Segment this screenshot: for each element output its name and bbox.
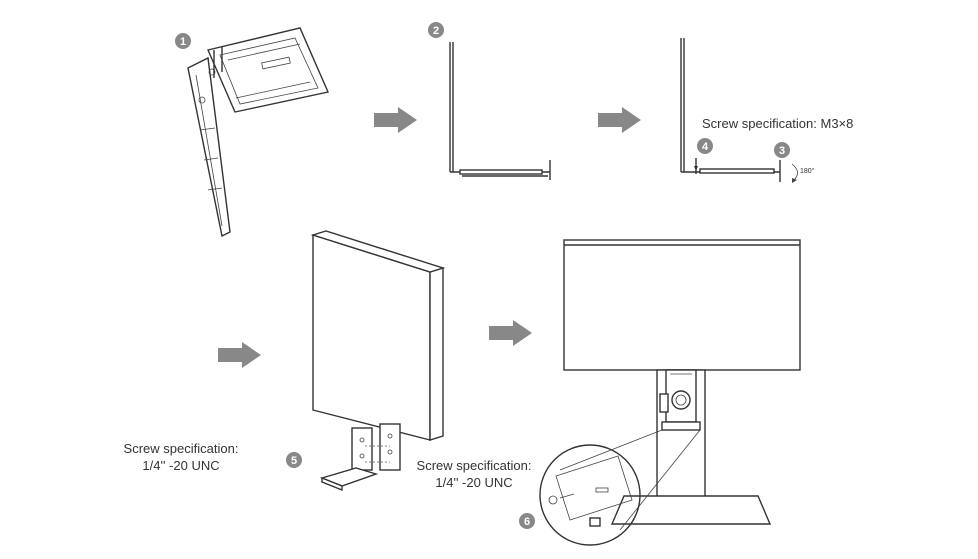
step3-number: 3: [779, 145, 785, 157]
step6-monitor-illustration: 6: [519, 239, 801, 546]
step1-number: 1: [180, 36, 186, 48]
step4-number: 4: [702, 141, 709, 153]
arrow-right-icon: [489, 320, 532, 346]
screw-spec-mid-line2: 1/4'' -20 UNC: [435, 475, 512, 490]
screw-spec-left-line2: 1/4'' -20 UNC: [142, 458, 219, 473]
rotate-label: 180°: [800, 167, 815, 175]
step6-badge: [519, 513, 535, 529]
screw-spec-left-line1: Screw specification:: [124, 441, 239, 456]
step2-badge: [428, 22, 444, 38]
arrow-right-icon: [598, 107, 641, 133]
step2-bracket-illustration: 2: [428, 22, 551, 180]
step5-panel-illustration: 5: [286, 230, 446, 492]
step5-number: 5: [291, 455, 297, 467]
screw-spec-mid-line1: Screw specification:: [417, 458, 532, 473]
arrow-right-icon: [374, 107, 417, 133]
screw-spec-m3: Screw specification: M3×8: [702, 116, 853, 131]
step3-badge: [774, 142, 790, 158]
step1-bracket-illustration: 1: [175, 27, 329, 238]
step5-badge: [286, 452, 302, 468]
step6-number: 6: [524, 516, 530, 528]
step4-badge: [697, 138, 713, 154]
step2-number: 2: [433, 25, 439, 37]
arrow-right-icon: [218, 342, 261, 368]
step3-bracket-illustration: 4 3 180° Screw specification: M3×8: [680, 38, 853, 183]
step1-badge: [175, 33, 191, 49]
